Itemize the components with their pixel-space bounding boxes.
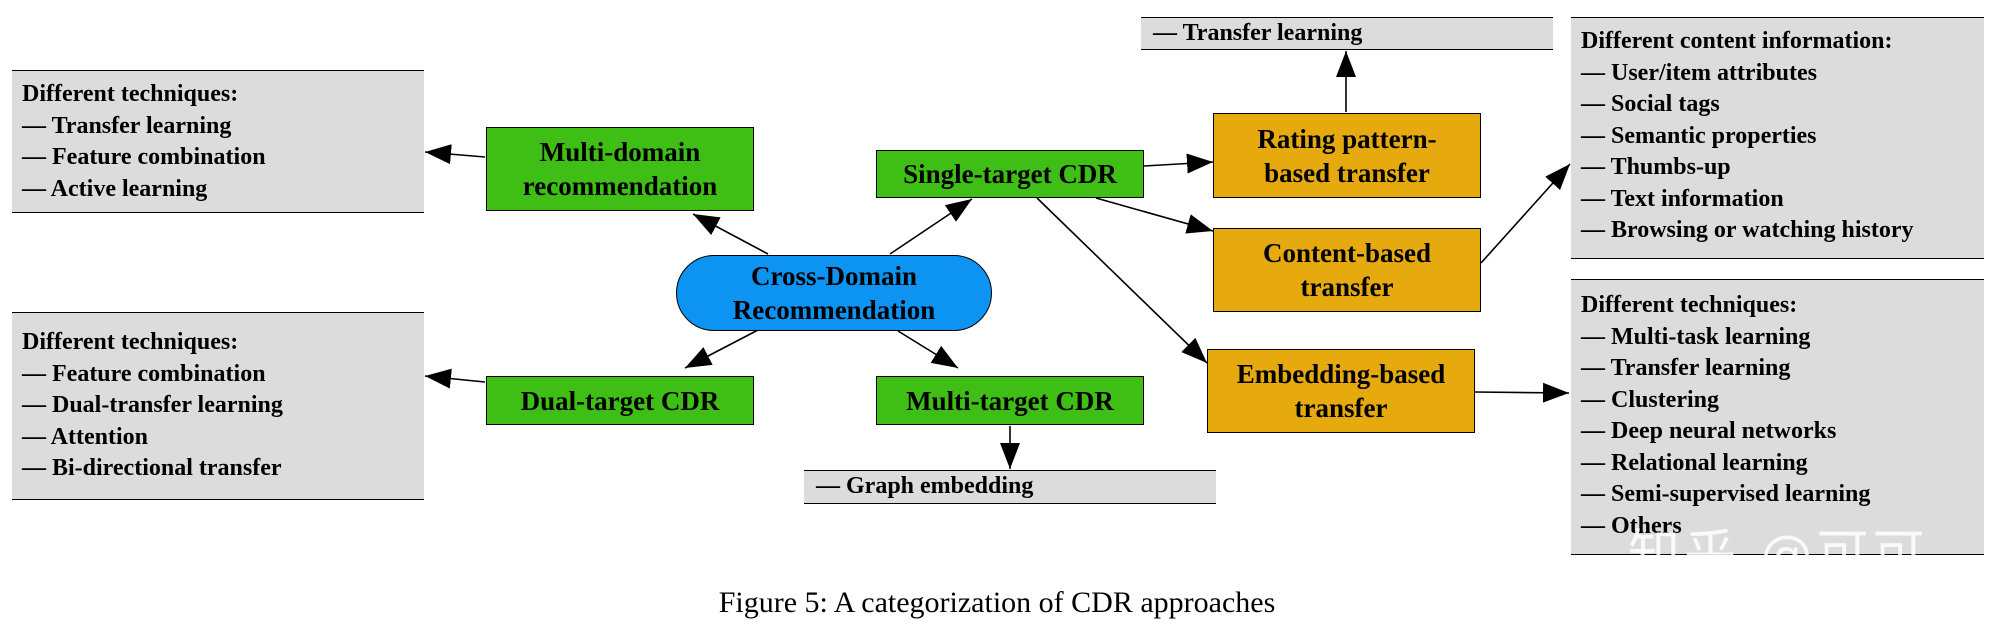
panel-item: — User/item attributes [1581, 59, 1817, 86]
panel-item: — Active learning [22, 175, 208, 202]
panel-item: — Transfer learning [22, 112, 232, 139]
arrow-center-to-multi-target [897, 330, 959, 369]
panel-item: — Clustering [1581, 386, 1719, 413]
panel-item: — Semi-supervised learning [1581, 481, 1871, 507]
panel-multi-domain-techniques: Different techniques: — Transfer learnin… [12, 70, 424, 213]
node-multi-domain-recommendation: Multi-domain recommendation [486, 127, 754, 211]
figure-caption: Figure 5: A categorization of CDR approa… [718, 586, 1276, 619]
node-content-based-transfer: Content-based transfer [1213, 228, 1481, 312]
arrow-center-to-single-target [889, 198, 973, 255]
arrow-single-to-rating [1143, 153, 1214, 174]
arrow-embedding-to-panel [1474, 382, 1570, 403]
arrow-dual-target-to-panel [424, 368, 486, 389]
panel-item: — Deep neural networks [1581, 418, 1837, 444]
panel-item: — Relational learning [1581, 449, 1808, 476]
node-single-target-cdr: Single-target CDR [876, 150, 1144, 198]
panel-item: — Thumbs-up [1581, 154, 1731, 180]
arrow-single-to-embedding [1036, 197, 1208, 364]
panel-multi-target-techniques: — Graph embedding [804, 470, 1216, 504]
node-multi-target-cdr: Multi-target CDR [876, 376, 1144, 425]
panel-title: Different techniques: [1581, 292, 1798, 318]
panel-content-information: Different content information: — User/it… [1571, 17, 1984, 259]
arrow-single-to-content [1095, 197, 1214, 234]
panel-item: — Bi-directional transfer [22, 455, 282, 481]
panel-item: — Feature combination [22, 360, 266, 387]
panel-item: — Browsing or watching history [1581, 217, 1914, 243]
node-rating-pattern-based-transfer: Rating pattern- based transfer [1213, 113, 1481, 198]
panel-title: Different techniques: [22, 329, 239, 355]
watermark: 知乎 @可可 [1628, 525, 1929, 585]
panel-dual-target-techniques: Different techniques: — Feature combinat… [12, 312, 424, 500]
panel-embedding-techniques: Different techniques: — Multi-task learn… [1571, 279, 1984, 555]
node-embedding-based-transfer: Embedding-based transfer [1207, 349, 1475, 433]
panel-title: Different techniques: [22, 81, 239, 107]
panel-item: — Dual-transfer learning [22, 392, 283, 418]
arrow-content-to-panel [1480, 163, 1571, 264]
panel-title: Different content information: [1581, 28, 1893, 54]
node-cross-domain-recommendation: Cross-Domain Recommendation [676, 255, 992, 331]
panel-rating-pattern-techniques: — Transfer learning [1141, 17, 1553, 50]
panel-item: — Feature combination [22, 144, 266, 170]
panel-item: — Transfer learning [1153, 19, 1363, 46]
panel-item: — Transfer learning [1581, 355, 1791, 381]
panel-item: — Text information [1581, 185, 1784, 212]
node-dual-target-cdr: Dual-target CDR [486, 376, 754, 425]
panel-item: — Graph embedding [816, 473, 1034, 500]
arrow-center-to-multi-domain [692, 213, 769, 255]
panel-item: — Attention [22, 423, 148, 450]
arrow-center-to-dual-target [684, 329, 759, 369]
panel-item: — Multi-task learning [1581, 323, 1811, 350]
panel-item: — Semantic properties [1581, 122, 1817, 149]
panel-item: — Others [1581, 512, 1682, 539]
arrow-multi-domain-to-panel [424, 144, 486, 165]
panel-item: — Social tags [1581, 91, 1720, 117]
